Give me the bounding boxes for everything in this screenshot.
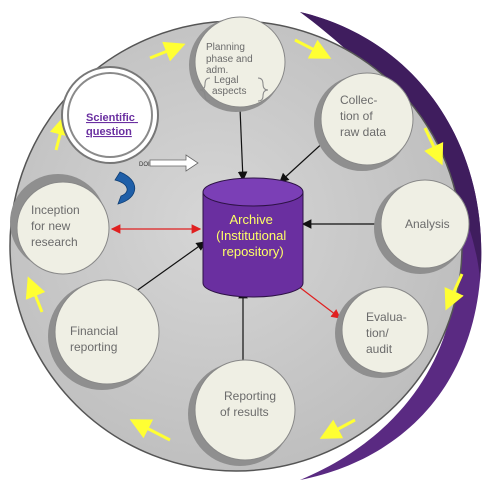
node-analysis-text: Analysis [405, 217, 450, 231]
node-collection-text: Collec- tion of raw data [340, 93, 386, 139]
curved-arrow [114, 171, 136, 205]
node-inception: Inception for new research [10, 174, 110, 275]
node-collection: Collec- tion of raw data [314, 72, 414, 171]
node-evaluation: Evalua- tion/ audit [335, 286, 429, 378]
node-inception-text: Inception for new research [31, 203, 83, 249]
flow-arrow [423, 127, 444, 166]
doi-label: DOI [139, 162, 150, 168]
archive-label: Archive (Institutional repository) [216, 212, 290, 259]
flow-arrow [444, 273, 464, 311]
node-financial-text: Financial reporting [70, 324, 121, 354]
doi-arrow: DOI [139, 154, 199, 172]
node-analysis: Analysis [374, 179, 470, 274]
flow-arrow [129, 419, 171, 442]
archive-cylinder: Archive (Institutional repository) [202, 177, 304, 298]
node-evaluation-text: Evalua- tion/ audit [366, 310, 410, 356]
node-planning: Planning phase and adm. Legal aspects [189, 16, 286, 112]
flow-arrow [319, 418, 356, 439]
outer-ring-shade [300, 12, 482, 280]
node-scientific-question[interactable]: Scientific question [61, 66, 159, 164]
flow-arrow [25, 276, 46, 313]
link-planning-archive [237, 107, 248, 182]
node-reporting-results: Reporting of results [188, 359, 296, 466]
node-scientific-question-text: Scientific question [86, 112, 138, 138]
flow-arrow [294, 38, 332, 59]
flow-arrow [149, 41, 186, 62]
node-planning-text: Planning phase and adm. Legal aspects [206, 42, 256, 97]
node-reporting-results-text: Reporting of results [220, 389, 279, 419]
flow-arrows [25, 38, 464, 442]
node-financial: Financial reporting [48, 279, 160, 390]
